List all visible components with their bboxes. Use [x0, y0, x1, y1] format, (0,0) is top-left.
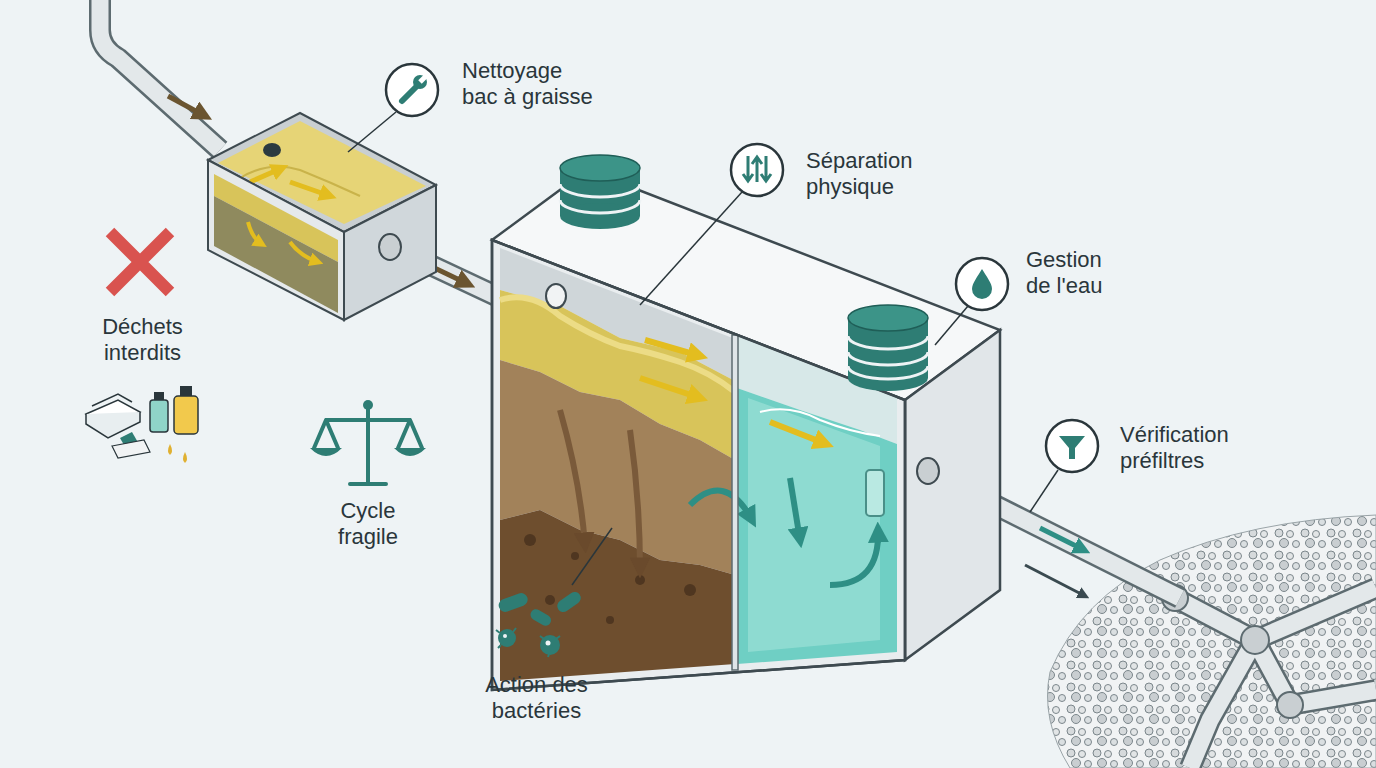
lid-band	[848, 336, 928, 379]
icon-label: Déchets interdits	[80, 314, 205, 366]
wrench-jaw	[420, 74, 428, 82]
bacterium-dot	[546, 641, 551, 646]
callout-circle-shape	[729, 142, 785, 198]
sludge-particle	[524, 534, 536, 546]
clarified-water	[737, 388, 897, 664]
callout-circle-shape	[1044, 418, 1100, 474]
icon-label: Action des bactéries	[464, 672, 609, 724]
bottle-cap	[154, 392, 164, 400]
forbidden-cross	[110, 232, 170, 292]
inlet-pipe-outline	[100, 0, 220, 150]
settle-arrow	[560, 410, 585, 545]
wipes-sheet	[92, 394, 132, 406]
down-arrow-icon	[743, 156, 753, 181]
trap-side	[344, 185, 436, 320]
oil-drop	[168, 444, 172, 455]
tank-front	[492, 240, 905, 690]
callout-circle	[956, 258, 1008, 310]
flow-arrow	[770, 422, 826, 444]
callout-circle	[731, 144, 783, 196]
down-arrow-icon	[761, 156, 771, 181]
tank-inlet	[546, 284, 566, 308]
up-arrow-icon	[752, 157, 762, 182]
lid-top	[560, 155, 640, 181]
scales-knob	[363, 400, 373, 410]
pipe-joint	[1277, 692, 1303, 718]
callout-text: Nettoyage bac à graisse	[462, 58, 598, 110]
callout-text: Vérification préfiltres	[1120, 422, 1250, 474]
bottle	[150, 400, 168, 432]
flow-arrow	[690, 491, 752, 520]
bacterium-cilia	[496, 628, 560, 657]
tank-front-outline	[492, 240, 905, 690]
pipe-joint	[1241, 626, 1269, 654]
trap-water	[214, 196, 338, 313]
icon-label: Cycle fragile	[318, 498, 418, 550]
sludge-particle	[606, 616, 614, 624]
flow-arrow	[790, 478, 800, 540]
funnel-icon	[1059, 436, 1085, 459]
callout-circle-shape	[954, 256, 1010, 312]
trap-outlet	[379, 234, 401, 260]
callout-node: Nettoyage bac à graisse	[384, 62, 440, 118]
waste-item	[112, 440, 150, 458]
scales-pan	[310, 448, 426, 456]
wrench-icon	[402, 86, 417, 101]
sludge-particle	[571, 552, 579, 560]
water-prism	[748, 398, 880, 652]
callout-circle-shape	[384, 62, 440, 118]
inlet-pipe	[100, 0, 220, 150]
flow-arrow	[1025, 565, 1085, 596]
bottle	[174, 396, 198, 434]
sludge-layer	[500, 510, 735, 681]
callout-circle	[1046, 420, 1098, 472]
flow-arrow	[1040, 528, 1084, 550]
trap-front	[208, 160, 344, 320]
trap-inlet-hole	[263, 143, 281, 157]
flow-arrow	[248, 222, 262, 244]
lid-bottom	[560, 203, 640, 229]
flow-arrow	[250, 168, 282, 182]
bacterium-dot	[503, 634, 507, 638]
lid-top	[848, 305, 928, 331]
sludge-particle	[684, 584, 696, 596]
drop-icon	[972, 269, 992, 299]
tank-divider	[732, 335, 738, 670]
leader-line	[640, 192, 742, 305]
sludge-particle	[635, 575, 645, 585]
lid-band	[560, 184, 640, 213]
bacterium	[528, 607, 553, 628]
flow-arrow	[640, 378, 700, 398]
callout-text: Gestion de l'eau	[1026, 247, 1126, 299]
bacterium	[555, 590, 583, 615]
callout-text: Séparation physique	[806, 148, 942, 200]
leader-line	[572, 528, 612, 585]
leader-line	[935, 306, 968, 345]
bacterium	[497, 591, 530, 613]
prefilter	[866, 470, 884, 516]
flow-arrow	[645, 340, 700, 356]
leader-line	[348, 112, 396, 152]
sludge-particle	[545, 595, 555, 605]
flow-arrow	[290, 242, 318, 262]
scales-icon	[314, 408, 422, 484]
flow-arrow	[168, 96, 205, 116]
settle-arrow	[630, 430, 640, 570]
drain-pipe-outline	[1175, 588, 1376, 768]
callout-circle	[386, 64, 438, 116]
callout-node: Séparation physique	[729, 142, 785, 198]
drain-pipe	[1175, 588, 1376, 768]
wrench-head	[413, 75, 427, 89]
flow-arrow	[830, 530, 878, 585]
callout-node: Vérification préfiltres	[1044, 418, 1100, 474]
oil-drop	[183, 452, 187, 463]
leader-line	[1030, 470, 1058, 512]
flow-arrow	[290, 182, 330, 196]
tank-outlet	[917, 458, 939, 484]
bottle-cap	[180, 386, 192, 396]
callout-node: Gestion de l'eau	[954, 256, 1010, 312]
